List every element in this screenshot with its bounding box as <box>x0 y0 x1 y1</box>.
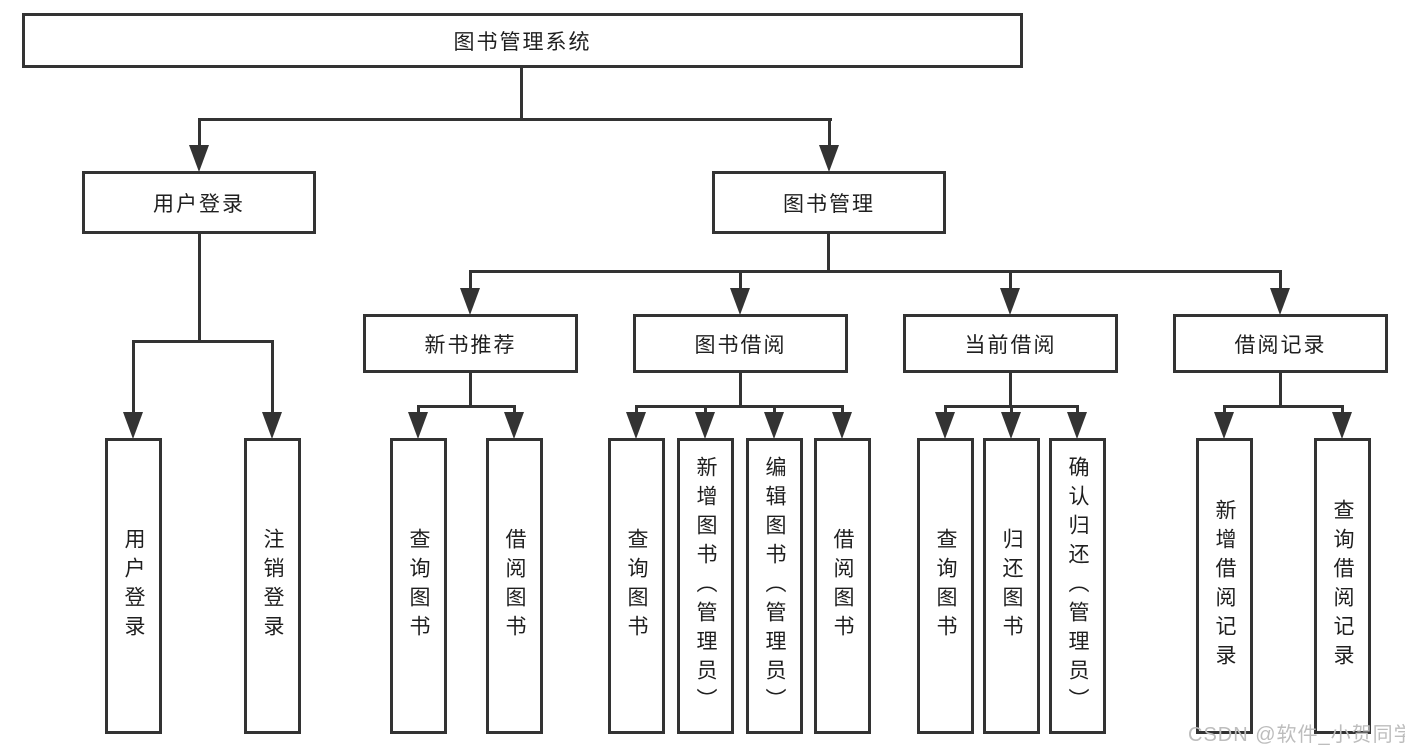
leaf-bb-add-book-label: 新增图书（管理员） <box>694 455 717 717</box>
leaf-cb-query-book-label: 查询图书 <box>934 528 957 644</box>
connector-vline <box>704 408 707 414</box>
connector-vline <box>1223 408 1226 414</box>
node-root: 图书管理系统 <box>22 13 1023 68</box>
arrow-down-icon <box>460 288 480 315</box>
connector-vline <box>739 273 742 290</box>
connector-hline <box>132 340 274 343</box>
node-current-borrow-label: 当前借阅 <box>964 333 1057 357</box>
connector-vline <box>827 234 830 273</box>
arrow-down-icon <box>1001 412 1021 439</box>
connector-vline <box>1279 373 1282 408</box>
arrow-down-icon <box>1270 288 1290 315</box>
node-user-login-label: 用户登录 <box>153 192 245 216</box>
node-book-management-label: 图书管理 <box>783 192 875 216</box>
connector-hline <box>1223 405 1344 408</box>
leaf-bb-edit-book: 编辑图书（管理员） <box>746 438 803 734</box>
arrow-down-icon <box>1000 288 1020 315</box>
leaf-bb-borrow-book: 借阅图书 <box>814 438 871 734</box>
connector-vline <box>635 408 638 414</box>
connector-vline <box>1076 408 1079 414</box>
arrow-down-icon <box>123 412 143 439</box>
connector-hline <box>417 405 516 408</box>
connector-vline <box>513 408 516 414</box>
node-book-management: 图书管理 <box>712 171 946 234</box>
connector-vline <box>469 373 472 408</box>
leaf-bb-query-book: 查询图书 <box>608 438 665 734</box>
csdn-watermark: CSDN @软件_小贺同学 <box>1188 724 1405 746</box>
leaf-br-query-record-label: 查询借阅记录 <box>1331 499 1354 673</box>
connector-vline <box>198 121 201 147</box>
connector-vline <box>1009 273 1012 290</box>
connector-vline <box>198 234 201 340</box>
arrow-down-icon <box>819 145 839 172</box>
node-book-borrow: 图书借阅 <box>633 314 848 373</box>
arrow-down-icon <box>189 145 209 172</box>
connector-vline <box>841 408 844 414</box>
arrow-down-icon <box>935 412 955 439</box>
leaf-bb-add-book: 新增图书（管理员） <box>677 438 734 734</box>
leaf-logout-label: 注销登录 <box>261 528 284 644</box>
arrow-down-icon <box>1067 412 1087 439</box>
leaf-cb-confirm-return: 确认归还（管理员） <box>1049 438 1106 734</box>
leaf-bb-borrow-book-label: 借阅图书 <box>831 528 854 644</box>
connector-hline <box>635 405 844 408</box>
leaf-rec-query-book: 查询图书 <box>390 438 447 734</box>
leaf-bb-edit-book-label: 编辑图书（管理员） <box>763 455 786 717</box>
connector-vline <box>1341 408 1344 414</box>
node-current-borrow: 当前借阅 <box>903 314 1118 373</box>
connector-vline <box>944 408 947 414</box>
connector-hline <box>469 270 1282 273</box>
arrow-down-icon <box>764 412 784 439</box>
connector-vline <box>739 373 742 408</box>
connector-vline <box>1279 273 1282 290</box>
connector-vline <box>1010 408 1013 414</box>
leaf-br-add-record: 新增借阅记录 <box>1196 438 1253 734</box>
connector-vline <box>417 408 420 414</box>
node-new-book-recommend: 新书推荐 <box>363 314 578 373</box>
node-new-book-recommend-label: 新书推荐 <box>424 333 517 357</box>
leaf-cb-confirm-return-label: 确认归还（管理员） <box>1066 455 1089 717</box>
connector-hline <box>198 118 832 121</box>
arrow-down-icon <box>1214 412 1234 439</box>
arrow-down-icon <box>1332 412 1352 439</box>
connector-vline <box>132 343 135 413</box>
connector-vline <box>1009 373 1012 408</box>
leaf-bb-query-book-label: 查询图书 <box>625 528 648 644</box>
connector-hline <box>944 405 1079 408</box>
leaf-cb-query-book: 查询图书 <box>917 438 974 734</box>
node-borrow-record: 借阅记录 <box>1173 314 1388 373</box>
arrow-down-icon <box>504 412 524 439</box>
node-book-borrow-label: 图书借阅 <box>694 333 787 357</box>
leaf-rec-borrow-book: 借阅图书 <box>486 438 543 734</box>
leaf-rec-query-book-label: 查询图书 <box>407 528 430 644</box>
leaf-br-add-record-label: 新增借阅记录 <box>1213 499 1236 673</box>
leaf-logout: 注销登录 <box>244 438 301 734</box>
leaf-user-login: 用户登录 <box>105 438 162 734</box>
arrow-down-icon <box>262 412 282 439</box>
leaf-cb-return-book: 归还图书 <box>983 438 1040 734</box>
node-user-login: 用户登录 <box>82 171 316 234</box>
connector-vline <box>520 68 523 121</box>
connector-vline <box>828 121 831 147</box>
arrow-down-icon <box>695 412 715 439</box>
arrow-down-icon <box>408 412 428 439</box>
leaf-user-login-label: 用户登录 <box>122 528 145 644</box>
leaf-br-query-record: 查询借阅记录 <box>1314 438 1371 734</box>
node-root-label: 图书管理系统 <box>453 30 592 54</box>
arrow-down-icon <box>832 412 852 439</box>
leaf-cb-return-book-label: 归还图书 <box>1000 528 1023 644</box>
connector-vline <box>773 408 776 414</box>
arrow-down-icon <box>626 412 646 439</box>
connector-vline <box>469 273 472 290</box>
node-borrow-record-label: 借阅记录 <box>1234 333 1327 357</box>
connector-vline <box>271 343 274 413</box>
arrow-down-icon <box>730 288 750 315</box>
leaf-rec-borrow-book-label: 借阅图书 <box>503 528 526 644</box>
